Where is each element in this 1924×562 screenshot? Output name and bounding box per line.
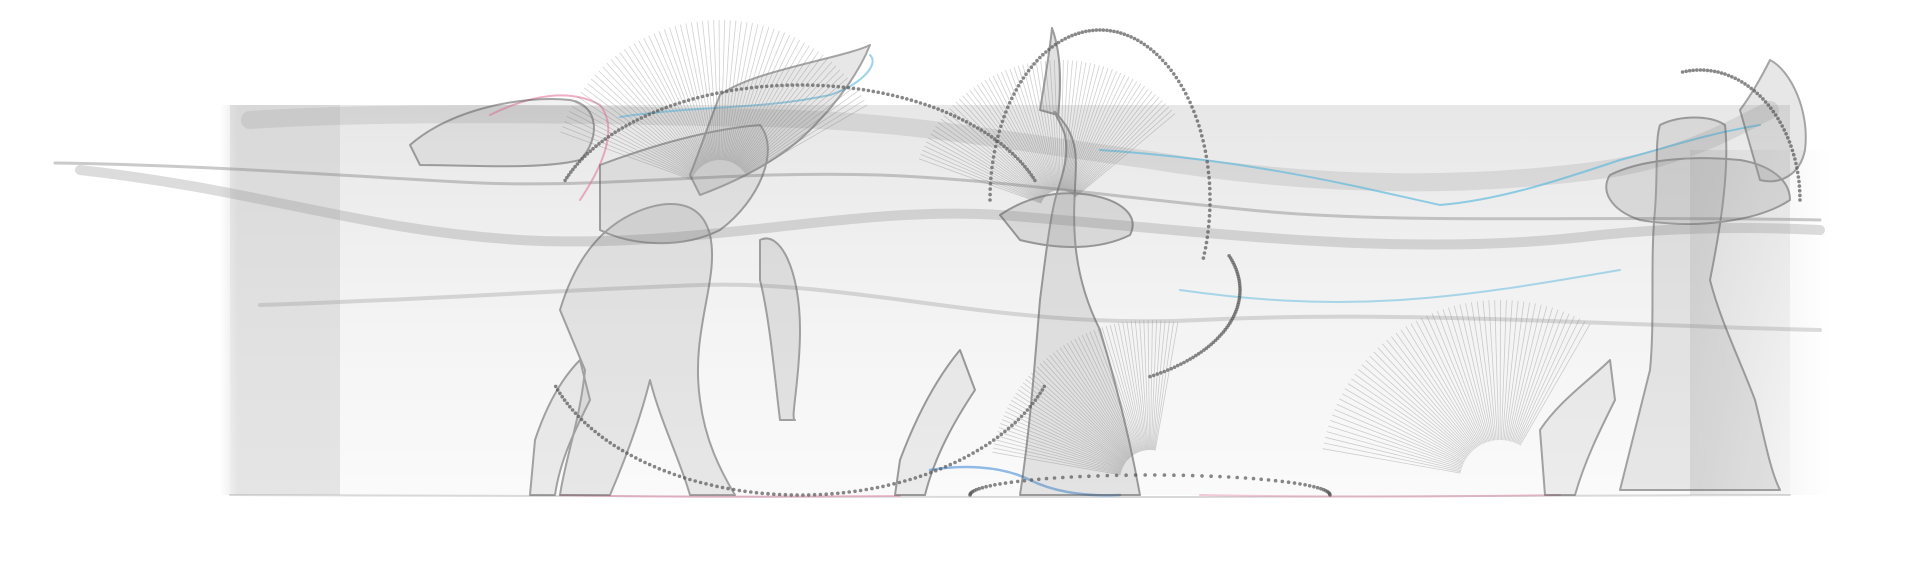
hatch-lines xyxy=(560,19,1591,476)
figure-right xyxy=(1539,59,1807,496)
figure-middle xyxy=(894,27,1141,496)
flowing-ribbons xyxy=(53,101,1825,499)
figure-left xyxy=(409,44,871,496)
dotted-trails xyxy=(553,28,1802,497)
background-veil xyxy=(220,105,1830,495)
